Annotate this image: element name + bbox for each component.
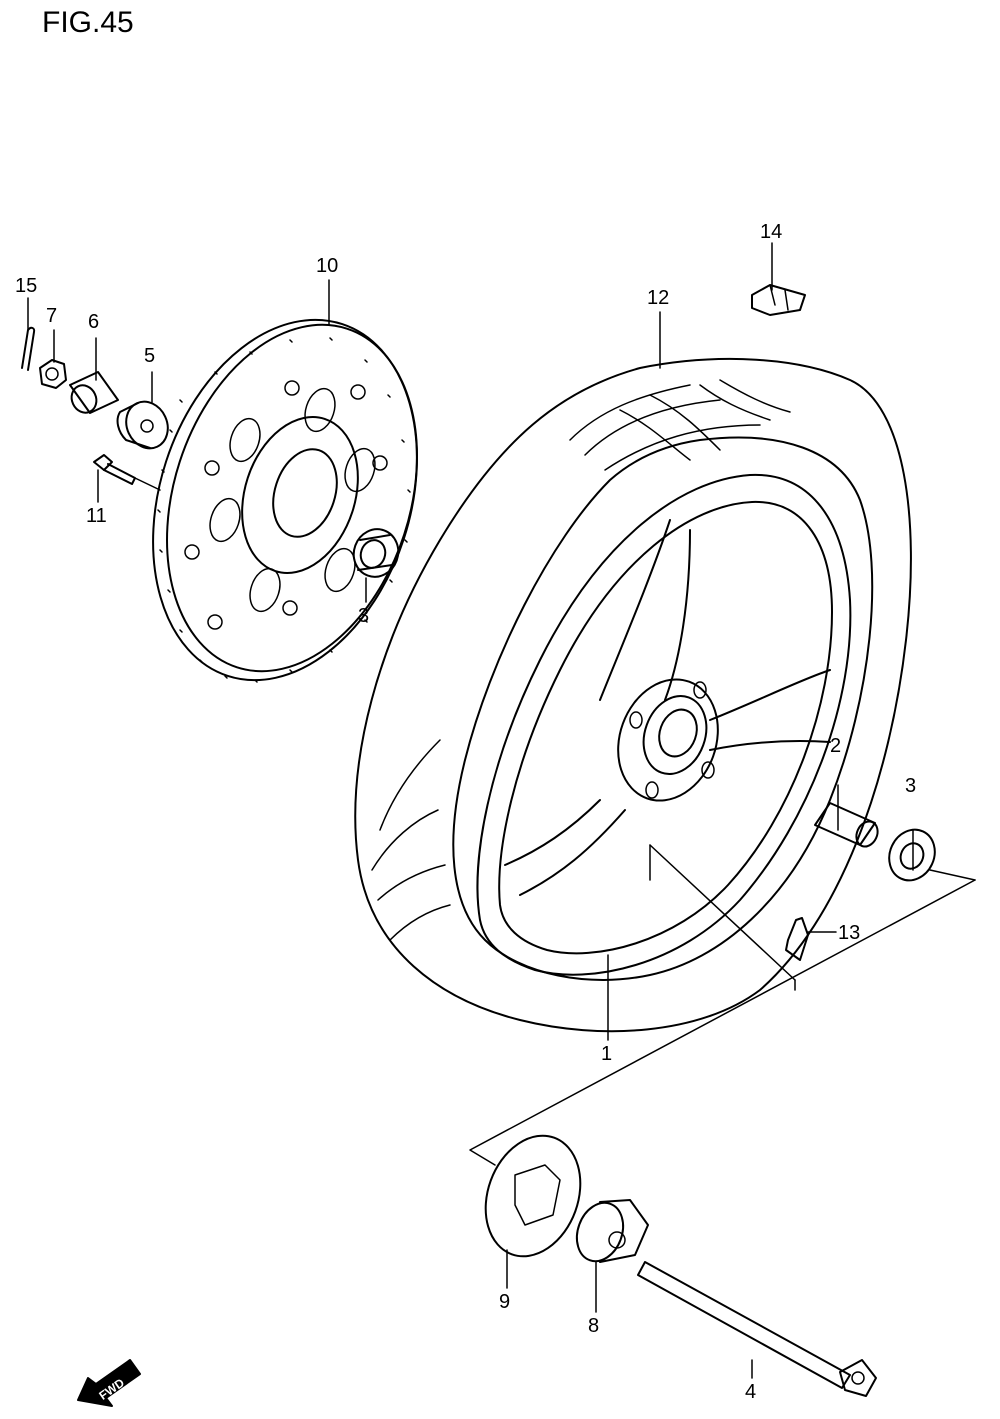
disc-bolt (93, 454, 161, 491)
callout-12: 12 (647, 287, 669, 309)
cotter-pin (21, 326, 36, 371)
speedometer-plate (484, 1134, 582, 1258)
center-spacer (814, 802, 879, 848)
figure-title: FIG.45 (42, 6, 134, 39)
bearing-left (352, 528, 400, 578)
callout-5: 5 (144, 345, 155, 367)
callout-11: 11 (86, 505, 107, 527)
wheel-rim (476, 473, 852, 976)
spacer (69, 371, 119, 414)
axle-nut (39, 359, 67, 389)
callout-6: 6 (88, 311, 99, 333)
fwd-direction-badge: FWD (77, 1359, 141, 1407)
bearing-right (888, 828, 936, 882)
speedometer-gearbox (575, 1199, 649, 1263)
callout-10: 10 (316, 255, 338, 277)
assembly-lines (469, 844, 976, 1166)
callout-13: 13 (838, 922, 860, 944)
callout-4: 4 (745, 1381, 756, 1403)
callout-8: 8 (588, 1315, 599, 1337)
callout-1: 1 (601, 1043, 612, 1065)
callout-14: 14 (760, 221, 782, 243)
front-axle (637, 1261, 877, 1397)
callout-15: 15 (15, 275, 37, 297)
callout-2: 2 (830, 735, 841, 757)
callout-3-left: 3 (358, 605, 369, 627)
callout-3-right: 3 (905, 775, 916, 797)
tire-valve (785, 917, 809, 961)
axle-collar (116, 400, 169, 450)
brake-disc (152, 318, 418, 683)
callout-7: 7 (46, 305, 57, 327)
leader-lines (27, 242, 914, 1379)
tire (354, 357, 912, 1033)
balance-weight (751, 284, 806, 316)
callout-9: 9 (499, 1291, 510, 1313)
